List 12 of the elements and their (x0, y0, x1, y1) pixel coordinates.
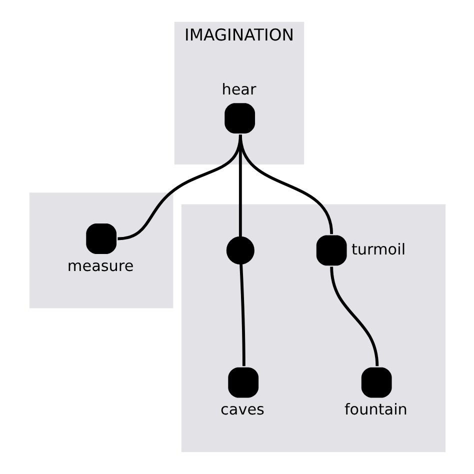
node-label: fountain (344, 400, 407, 419)
connector (117, 134, 242, 240)
cluster (28, 192, 173, 308)
cluster (180, 204, 446, 452)
node-circle (226, 236, 254, 264)
connector (239, 264, 245, 366)
connector (238, 134, 242, 237)
node-label: turmoil (350, 240, 406, 258)
node-label: measure (66, 256, 134, 275)
connector (330, 266, 378, 366)
node-label: hear (221, 80, 256, 98)
node-label: caves (220, 400, 264, 419)
